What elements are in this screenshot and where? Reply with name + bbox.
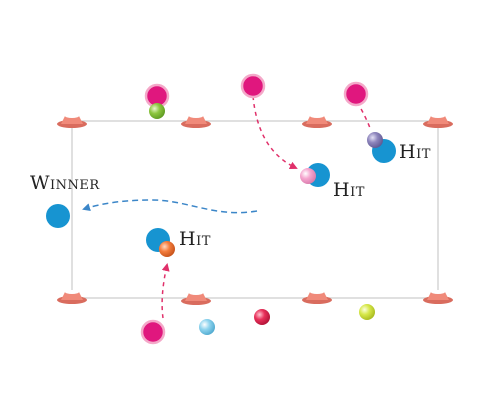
cone-icon bbox=[423, 114, 453, 128]
ball-icon bbox=[199, 319, 215, 335]
cone-icon bbox=[302, 114, 332, 128]
ball-icon bbox=[149, 103, 165, 119]
cone-icon bbox=[302, 290, 332, 304]
player-icon bbox=[140, 319, 166, 345]
player-icon bbox=[46, 204, 70, 228]
ball-icon bbox=[359, 304, 375, 320]
winner-path-arrow bbox=[82, 199, 258, 214]
court-boundary bbox=[71, 120, 439, 299]
ball-icon bbox=[159, 241, 175, 257]
cone-icon bbox=[181, 291, 211, 305]
hit-label: Hit bbox=[399, 141, 431, 163]
winner-label: Winner bbox=[30, 172, 100, 194]
hit-label: Hit bbox=[179, 228, 211, 250]
ball-path-arrow bbox=[356, 101, 371, 129]
ball-icon bbox=[367, 132, 383, 148]
cone-icon bbox=[57, 114, 87, 128]
player-icon bbox=[240, 73, 266, 99]
cone-icon bbox=[423, 290, 453, 304]
cone-icon bbox=[57, 290, 87, 304]
ball-icon bbox=[254, 309, 270, 325]
ball-path-arrow bbox=[161, 263, 170, 319]
hit-label: Hit bbox=[333, 179, 365, 201]
ball-icon bbox=[300, 168, 316, 184]
cone-icon bbox=[181, 114, 211, 128]
ball-path-arrow bbox=[252, 95, 298, 170]
player-icon bbox=[343, 81, 369, 107]
